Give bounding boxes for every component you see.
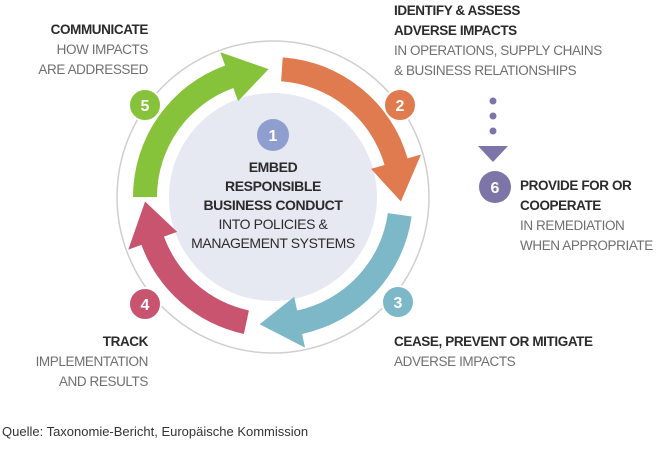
- step-title: CEASE, PREVENT OR MITIGATE: [394, 334, 593, 349]
- badge-step-5: 5: [128, 88, 162, 122]
- badge-step-3: 3: [381, 285, 415, 319]
- arrow-step-5-icon: [133, 52, 269, 197]
- svg-text:6: 6: [491, 180, 500, 197]
- connector-dot: [489, 97, 497, 105]
- step-5-label: COMMUNICATE HOW IMPACTS ARE ADDRESSED: [0, 20, 148, 80]
- step-2-label: IDENTIFY & ASSESS ADVERSE IMPACTS IN OPE…: [394, 1, 654, 81]
- arrow-step-3-icon: [259, 213, 412, 348]
- step-4-label: TRACK IMPLEMENTATION AND RESULTS: [0, 332, 149, 392]
- center-label: EMBED RESPONSIBLE BUSINESS CONDUCT INTO …: [173, 158, 373, 253]
- step-subtitle: WHEN APPROPRIATE: [520, 238, 653, 253]
- step-subtitle: ARE ADDRESSED: [38, 62, 148, 77]
- step-title: COMMUNICATE: [50, 22, 149, 37]
- dotted-connector: [478, 97, 508, 162]
- badge-step-6: 6: [479, 171, 511, 203]
- step-title: COOPERATE: [520, 198, 601, 213]
- step-subtitle: & BUSINESS RELATIONSHIPS: [394, 63, 577, 78]
- step-number: 2: [396, 98, 405, 115]
- step-number: 5: [141, 98, 150, 115]
- step-6-label: PROVIDE FOR OR COOPERATE IN REMEDIATION …: [520, 176, 656, 256]
- step-title: PROVIDE FOR OR: [520, 178, 632, 193]
- inner-circle: [169, 93, 377, 301]
- step-number: 3: [394, 295, 403, 312]
- badge-step-4: 4: [128, 287, 162, 321]
- center-line: MANAGEMENT SYSTEMS: [191, 235, 355, 251]
- step-title: TRACK: [102, 334, 149, 349]
- step-subtitle: IN REMEDIATION: [520, 218, 625, 233]
- center-line: INTO POLICIES &: [218, 216, 328, 232]
- badge-step-1: 1: [257, 119, 289, 151]
- connector-dot: [489, 112, 497, 120]
- center-line: EMBED: [248, 159, 298, 175]
- step-title: IDENTIFY & ASSESS: [394, 3, 520, 18]
- step-subtitle: AND RESULTS: [58, 374, 149, 389]
- step-subtitle: HOW IMPACTS: [56, 42, 149, 57]
- step-title: ADVERSE IMPACTS: [394, 23, 517, 38]
- step-3-label: CEASE, PREVENT OR MITIGATE ADVERSE IMPAC…: [394, 332, 654, 372]
- step-subtitle: IMPLEMENTATION: [35, 354, 149, 369]
- arrow-step-2-icon: [281, 57, 422, 202]
- step-subtitle: ADVERSE IMPACTS: [394, 354, 516, 369]
- step-number: 4: [141, 297, 150, 314]
- outer-ring: [116, 40, 430, 354]
- arrow-step-4-icon: [128, 201, 249, 334]
- step-number: 1: [269, 128, 278, 145]
- step-subtitle: IN OPERATIONS, SUPPLY CHAINS: [394, 43, 602, 58]
- center-line: BUSINESS CONDUCT: [203, 197, 343, 213]
- source-caption: Quelle: Taxonomie-Bericht, Europäische K…: [2, 424, 309, 439]
- down-arrow-icon: [478, 146, 508, 162]
- connector-dot: [489, 127, 497, 135]
- center-line: RESPONSIBLE: [225, 178, 321, 194]
- badge-step-2: 2: [383, 88, 417, 122]
